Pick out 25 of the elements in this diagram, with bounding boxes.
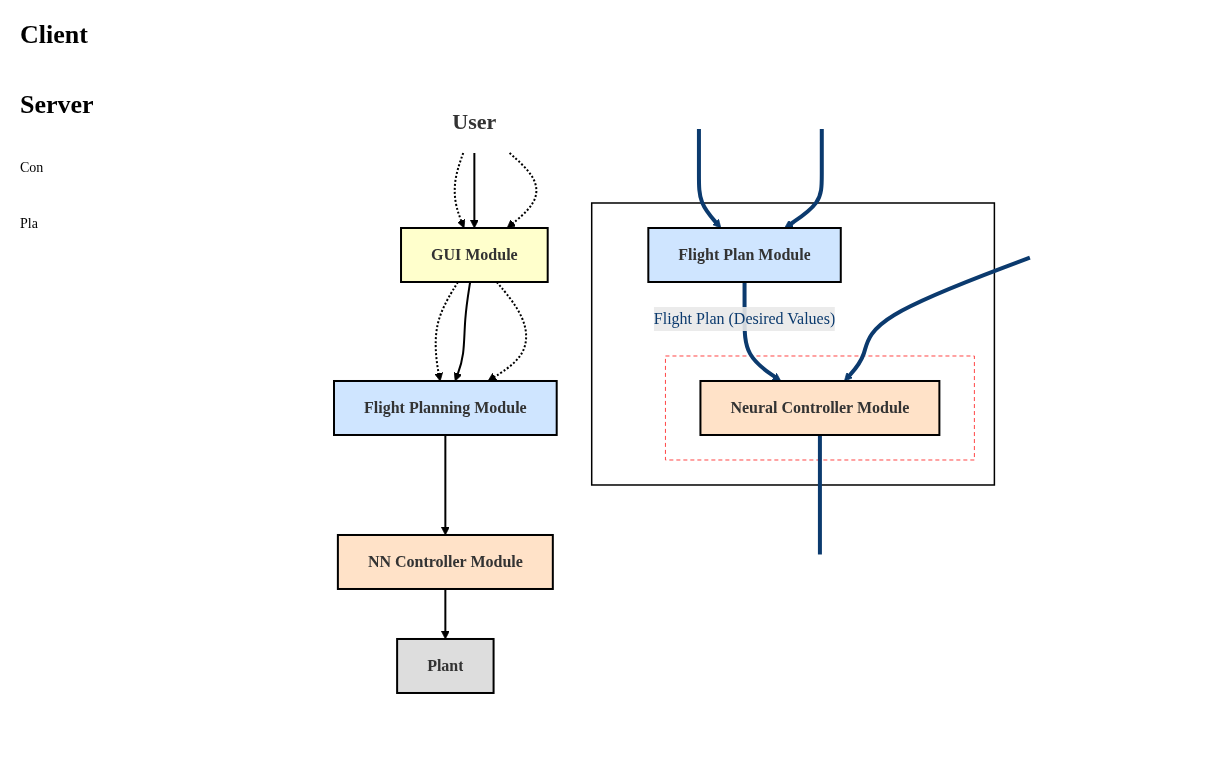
tier-label: Server — [20, 90, 95, 120]
arrow — [440, 588, 450, 640]
arrow — [696, 129, 722, 229]
cut-off-label: Con — [20, 160, 45, 176]
arrow — [843, 255, 1031, 382]
edge-label: Flight Plan (Desired Values) — [653, 309, 836, 327]
arrow — [784, 129, 824, 229]
arrow — [506, 152, 538, 229]
arrow — [487, 281, 527, 382]
node-box: Flight Planning Module — [332, 380, 558, 436]
node-box: Flight Plan Module — [647, 227, 842, 283]
cluster — [664, 355, 975, 461]
cut-off-label: Pla — [20, 216, 39, 232]
arrow — [434, 281, 459, 382]
node-box: Plant — [395, 638, 495, 694]
node-box: NN Controller Module — [336, 534, 554, 590]
arrow — [469, 152, 479, 229]
node-box: GUI Module — [399, 227, 549, 283]
node-text: User — [452, 109, 497, 134]
tier-label: Client — [20, 20, 89, 50]
cluster — [590, 202, 995, 486]
arrow — [440, 434, 450, 536]
node-box: Neural Controller Module — [699, 380, 941, 436]
arrow — [453, 152, 466, 229]
arrow — [453, 281, 471, 382]
